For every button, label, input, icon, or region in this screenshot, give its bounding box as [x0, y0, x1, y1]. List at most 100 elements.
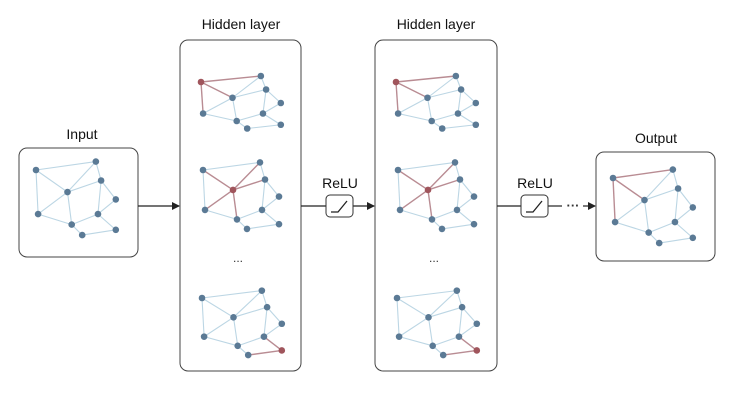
graph-edge: [395, 81, 399, 114]
graph-edge: [261, 196, 280, 211]
graph-edge: [263, 307, 268, 337]
graph-node: [233, 117, 240, 125]
graph-edge: [233, 290, 263, 318]
graph-edge: [261, 179, 266, 210]
graph-node: [429, 342, 437, 350]
graph-node: [263, 303, 271, 311]
graph-edge: [396, 290, 457, 299]
graph-node: [92, 158, 100, 165]
graph-node: [393, 294, 401, 302]
relu-label-2: ReLU: [517, 175, 553, 191]
graph-node: [473, 320, 481, 328]
graph-edge: [674, 206, 694, 223]
graph-edge: [232, 178, 266, 191]
graph-node: [655, 239, 663, 247]
graph-node-highlighted: [278, 347, 286, 354]
graph-edge: [203, 336, 238, 347]
graph-edge: [427, 75, 457, 99]
graph-node: [641, 196, 648, 204]
graph-edge: [265, 89, 282, 104]
graph-node: [229, 94, 236, 102]
graph-edge: [441, 223, 475, 230]
graph-node: [458, 303, 466, 311]
graph-edge: [397, 161, 456, 171]
hidden2-graph-top: [392, 72, 480, 132]
graph-edge: [397, 169, 401, 210]
graph-node: [94, 210, 102, 218]
graph-edge: [427, 178, 461, 191]
graph-edge: [648, 221, 676, 234]
graph-edge: [428, 290, 458, 318]
graph-edge: [232, 189, 238, 220]
graph-edge: [396, 297, 400, 337]
graph-edge: [203, 316, 234, 338]
graph-node: [453, 287, 461, 294]
output-box: [595, 151, 716, 262]
graph-edge: [66, 191, 73, 225]
graph-edge: [204, 189, 234, 211]
relu-label-1: ReLU: [322, 175, 358, 191]
graph-edge: [35, 161, 96, 171]
graph-node: [396, 206, 404, 214]
graph-edge: [456, 209, 475, 225]
graph-edge: [35, 169, 68, 193]
graph-edge: [395, 75, 456, 83]
graph-node: [244, 351, 252, 359]
graph-edge: [262, 113, 282, 126]
graph-node: [425, 314, 432, 321]
graph-edge: [261, 209, 280, 225]
graph-edge: [614, 199, 645, 223]
graph-node: [112, 226, 120, 234]
graph-edge: [612, 177, 616, 223]
graph-node: [456, 176, 464, 183]
flow-ellipsis: ···: [567, 198, 580, 213]
graph-edge: [457, 102, 477, 114]
hidden-layer-1-ellipsis: ...: [233, 251, 243, 265]
graph-edge: [100, 180, 117, 200]
graph-node: [472, 121, 480, 129]
hidden1-graph-bottom: [198, 287, 286, 359]
graph-edge: [232, 317, 239, 346]
graph-edge: [263, 323, 283, 338]
graph-edge: [427, 161, 456, 191]
graph-edge: [246, 223, 280, 230]
hidden2-graph-bottom: [393, 287, 481, 359]
graph-edge: [97, 180, 102, 215]
graph-edge: [459, 179, 475, 197]
graph-edge: [643, 199, 650, 233]
output-graph: [609, 166, 697, 247]
hidden1-graph-mid: [199, 159, 283, 233]
graph-edge: [202, 161, 261, 171]
graph-node: [428, 216, 436, 223]
graph-edge: [262, 89, 267, 114]
graph-edge: [97, 213, 117, 231]
graph-edge: [458, 307, 463, 337]
graph-edge: [457, 89, 462, 114]
graph-edge: [82, 229, 116, 236]
graph-node: [78, 231, 86, 239]
graph-edge: [248, 349, 282, 356]
graph-edge: [200, 81, 233, 99]
graph-node: [470, 193, 478, 200]
graph-node: [689, 234, 697, 242]
graph-edge: [202, 97, 233, 114]
graph-edge: [204, 209, 238, 220]
hidden-layer-2-ellipsis: ...: [429, 251, 439, 265]
graph-node: [262, 86, 270, 93]
graph-node: [198, 294, 206, 302]
graph-node: [199, 166, 207, 174]
hidden-layer-1-label: Hidden layer: [202, 16, 281, 32]
graph-node: [34, 210, 42, 218]
graph-node: [394, 110, 402, 117]
graph-edge: [427, 189, 433, 220]
graph-edge: [266, 306, 283, 325]
graph-edge: [37, 191, 68, 215]
graph-drawings: [32, 72, 697, 359]
hidden2-graph-mid: [394, 159, 478, 233]
graph-edge: [456, 196, 475, 211]
graph-edge: [460, 89, 477, 104]
graph-node: [32, 166, 40, 174]
graph-edge: [201, 297, 205, 337]
